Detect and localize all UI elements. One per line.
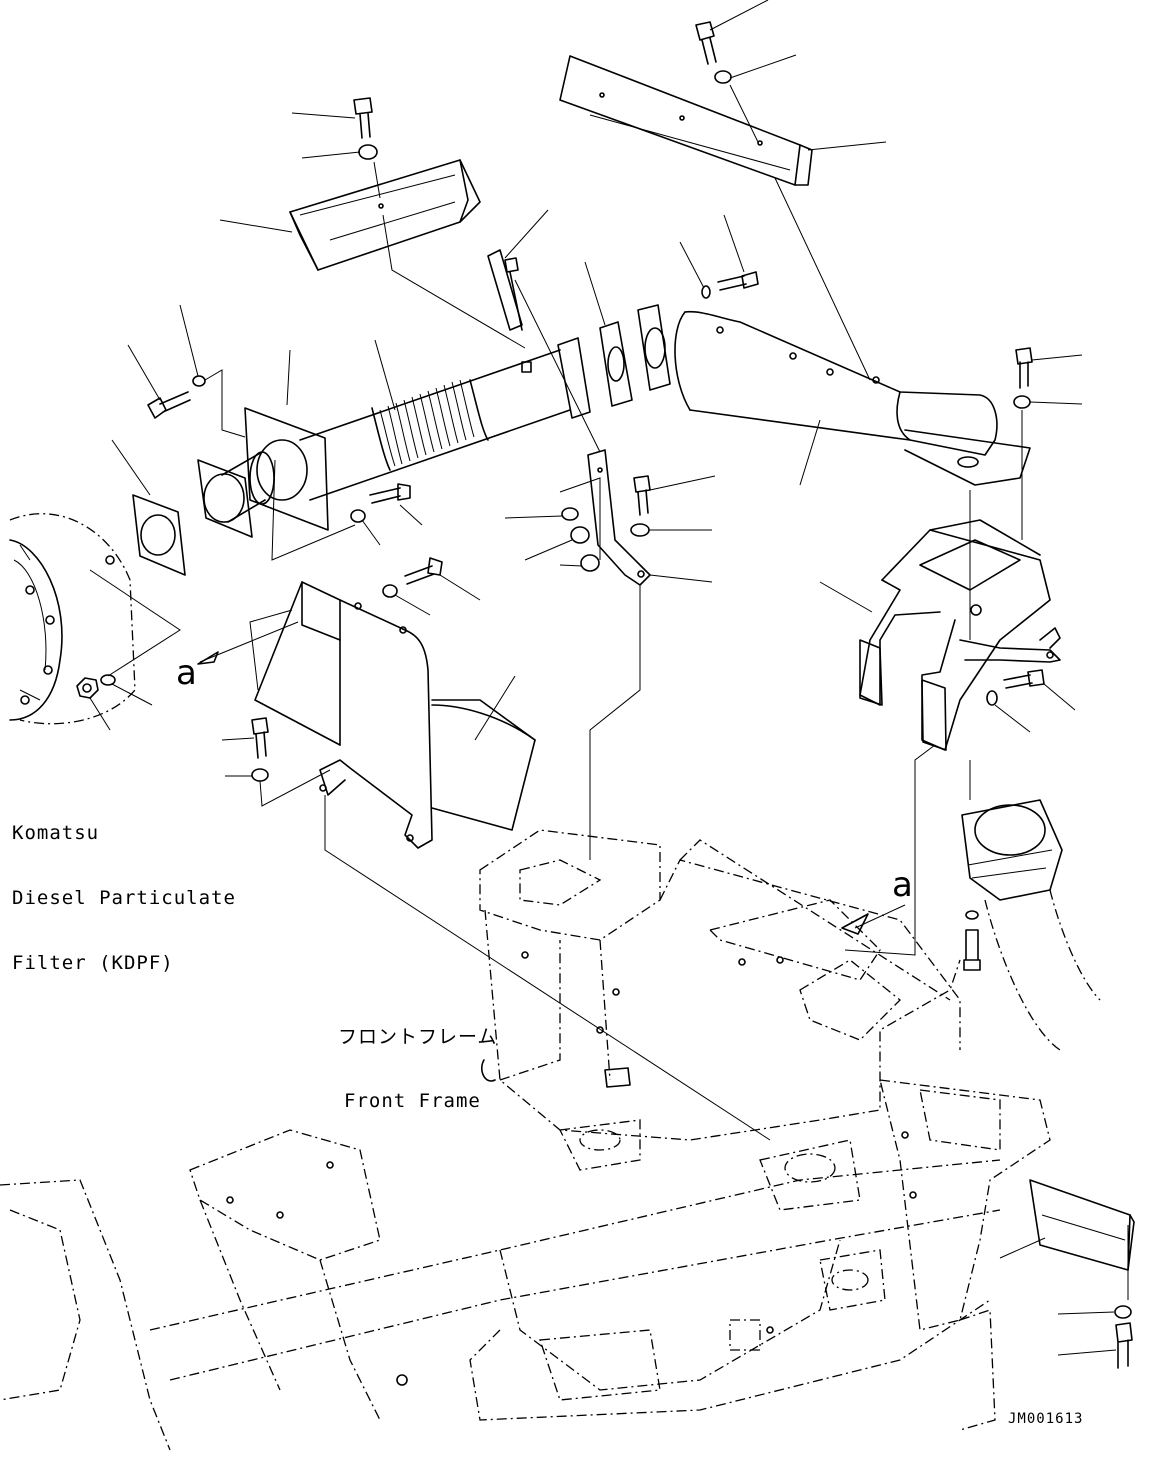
gasket-left <box>111 439 186 576</box>
cover-upper-left <box>219 97 526 349</box>
kdpf-label-line2: Diesel Particulate <box>12 887 236 909</box>
tailpipe-assembly <box>637 304 1031 640</box>
nut-washer-kdpf <box>76 569 181 731</box>
kdpf-label-line3: Filter (KDPF) <box>12 952 174 974</box>
pipe-flange-adapter <box>197 349 356 561</box>
heat-shield <box>197 581 771 1141</box>
kdpf-unit <box>9 513 136 725</box>
drawing-code: JM001613 <box>1008 1411 1084 1427</box>
front-frame-label-en: Front Frame <box>344 1090 481 1112</box>
clamp-bracket <box>487 209 601 453</box>
view-a-marker-right: a <box>892 865 913 905</box>
kdpf-label: Komatsu Diesel Particulate Filter (KDPF) <box>12 786 236 1000</box>
bolts-left <box>127 304 481 616</box>
cover-lower-right <box>999 1179 1135 1369</box>
flex-pipe <box>299 337 591 501</box>
bolts-upper-right <box>679 214 1083 540</box>
view-a-marker-left: a <box>176 653 197 693</box>
support-bracket <box>504 449 716 860</box>
stand-bracket-right <box>819 519 1076 956</box>
pipe-elbow-right <box>841 760 1101 1051</box>
front-frame-label-jp: フロントフレーム <box>338 1026 498 1048</box>
cover-upper-right <box>559 0 887 381</box>
kdpf-label-line1: Komatsu <box>12 822 100 844</box>
front-frame <box>0 829 1051 1451</box>
front-frame-label: フロントフレーム Front Frame <box>338 990 497 1137</box>
gasket-middle <box>584 261 633 407</box>
